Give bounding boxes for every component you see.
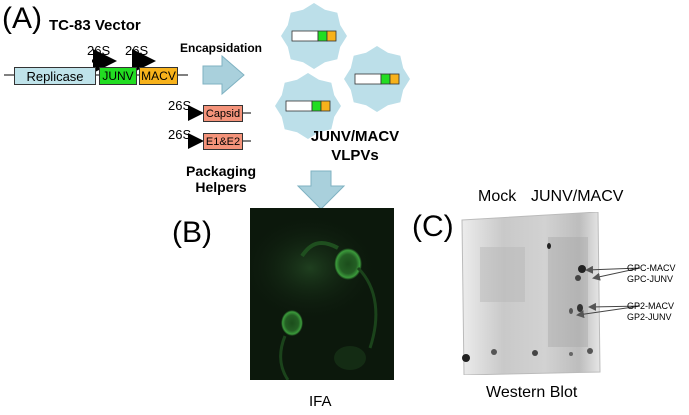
arrow-gp2-macv bbox=[588, 302, 641, 311]
ifa-cells bbox=[250, 213, 380, 380]
label-26s-capsid: 26S bbox=[168, 98, 192, 113]
band-gpc-junv bbox=[575, 275, 581, 281]
vlpv-particle-top bbox=[281, 3, 347, 69]
band-label-gpc-macv: GPC-MACV bbox=[627, 263, 676, 273]
e1e2-box: E1&E2 bbox=[203, 133, 243, 150]
arrow-gpc-macv bbox=[585, 265, 641, 274]
label-26s-e1e2: 26S bbox=[168, 127, 192, 142]
panel-b-letter: (B) bbox=[172, 216, 212, 249]
band-label-gp2-macv: GP2-MACV bbox=[627, 301, 675, 311]
panel-a-letter: (A) bbox=[2, 2, 42, 35]
packaging-helpers-label: Packaging Helpers bbox=[186, 163, 256, 195]
tc83-vector-title: TC-83 Vector bbox=[49, 17, 141, 34]
replicase-box: Replicase bbox=[14, 67, 96, 85]
ifa-caption: IFA bbox=[309, 393, 332, 410]
cell-lower-left bbox=[281, 310, 303, 336]
encapsidation-label: Encapsidation bbox=[180, 41, 263, 55]
western-blot-image bbox=[460, 212, 602, 375]
panel-c-letter: (C) bbox=[412, 210, 454, 243]
blot-spot-d bbox=[569, 352, 573, 356]
blot-spot-b bbox=[532, 350, 538, 356]
vlpv-label: JUNV/MACV VLPVs bbox=[300, 127, 410, 165]
capsid-box: Capsid bbox=[203, 105, 243, 122]
cell-process-lower bbox=[279, 335, 290, 380]
cell-process-upper bbox=[300, 240, 339, 258]
arrow-gp2-junv bbox=[576, 305, 641, 319]
lane-label-junv-macv: JUNV/MACV bbox=[531, 188, 624, 205]
junv-box: JUNV bbox=[99, 67, 137, 85]
blot-graphics bbox=[461, 212, 601, 375]
down-arrow-to-ifa bbox=[296, 170, 346, 210]
band-gp2-macv bbox=[577, 304, 583, 312]
macv-box: MACV bbox=[139, 67, 178, 85]
vlpv-particle-right-mini-macv bbox=[389, 73, 400, 85]
packaging-line-2: Helpers bbox=[195, 179, 247, 195]
blot-spot-a bbox=[491, 349, 497, 355]
blot-spot-top bbox=[547, 243, 551, 249]
band-gpc-macv bbox=[578, 265, 586, 273]
band-labels-gp2: GP2-MACV GP2-JUNV bbox=[627, 301, 674, 323]
label-26s-macv: 26S bbox=[125, 43, 149, 58]
band-labels-gpc: GPC-MACV GPC-JUNV bbox=[627, 263, 676, 285]
vlpv-particle-bottom bbox=[275, 73, 341, 139]
vlpv-particle-top-mini-macv bbox=[326, 30, 337, 42]
western-blot-caption: Western Blot bbox=[486, 384, 578, 401]
vlpv-line-1: JUNV/MACV bbox=[310, 128, 400, 145]
sample-lane-smear bbox=[548, 237, 588, 347]
encapsidation-arrow bbox=[202, 54, 245, 96]
blot-spot-corner bbox=[462, 354, 470, 362]
vlpv-line-2: VLPVs bbox=[331, 147, 379, 164]
ifa-image bbox=[250, 208, 394, 380]
band-label-gpc-junv: GPC-JUNV bbox=[627, 274, 674, 284]
band-label-gp2-junv: GP2-JUNV bbox=[627, 312, 672, 322]
background-haze bbox=[250, 213, 380, 323]
arrow-gpc-junv bbox=[592, 267, 641, 281]
label-26s-junv: 26S bbox=[87, 43, 111, 58]
band-gp2-junv bbox=[569, 308, 573, 314]
vlpv-particle-right bbox=[344, 46, 410, 112]
cell-process-right bbox=[356, 266, 378, 349]
blot-spot-c bbox=[587, 348, 593, 354]
cell-dim bbox=[334, 346, 366, 370]
mock-lane-smear bbox=[480, 247, 525, 302]
vlpv-particle-bottom-mini-macv bbox=[320, 100, 331, 112]
lane-label-mock: Mock bbox=[478, 188, 517, 205]
packaging-line-1: Packaging bbox=[186, 163, 257, 179]
cell-upper-right bbox=[334, 248, 362, 280]
